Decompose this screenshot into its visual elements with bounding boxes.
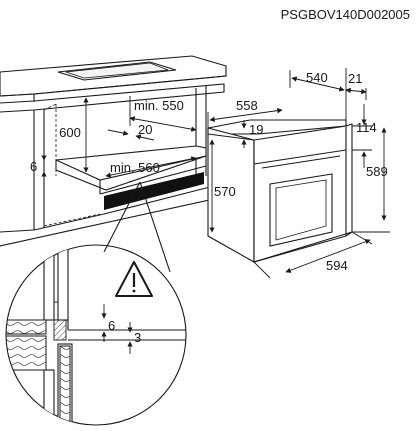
cabinet-depth-label: min. 560 bbox=[110, 160, 160, 175]
front-top-label: 114 bbox=[356, 120, 377, 135]
kitchen-cabinet bbox=[0, 55, 301, 247]
cabinet-width-label: min. 550 bbox=[134, 98, 184, 113]
cabinet-dimensions: 600 min. 550 20 min. 560 6 bbox=[30, 96, 197, 180]
detail-gap-label: 6 bbox=[108, 318, 115, 333]
oven-front-height-label: 589 bbox=[366, 164, 388, 179]
oven-body-height-label: 570 bbox=[214, 184, 236, 199]
bottom-gap-label: 6 bbox=[30, 159, 37, 174]
document-code: PSGBOV140D002005 bbox=[281, 7, 410, 22]
ventilation-strip bbox=[104, 172, 204, 210]
detail-offset-label: 3 bbox=[134, 330, 141, 345]
front-step-label: 19 bbox=[249, 122, 263, 137]
oven-front-thickness-label: 21 bbox=[348, 71, 362, 86]
cabinet-height-label: 600 bbox=[59, 125, 81, 140]
oven-body-depth-label: 540 bbox=[306, 70, 328, 85]
rear-gap-label: 20 bbox=[138, 122, 152, 137]
oven-width-label: 594 bbox=[326, 258, 348, 273]
detail-callout: 6 3 bbox=[5, 181, 187, 426]
oven-dimensions: 540 21 558 19 570 114 589 594 bbox=[207, 68, 390, 279]
oven bbox=[207, 119, 353, 263]
oven-total-depth-label: 558 bbox=[236, 98, 258, 113]
hob bbox=[57, 61, 177, 81]
warning-triangle-icon bbox=[115, 261, 153, 297]
